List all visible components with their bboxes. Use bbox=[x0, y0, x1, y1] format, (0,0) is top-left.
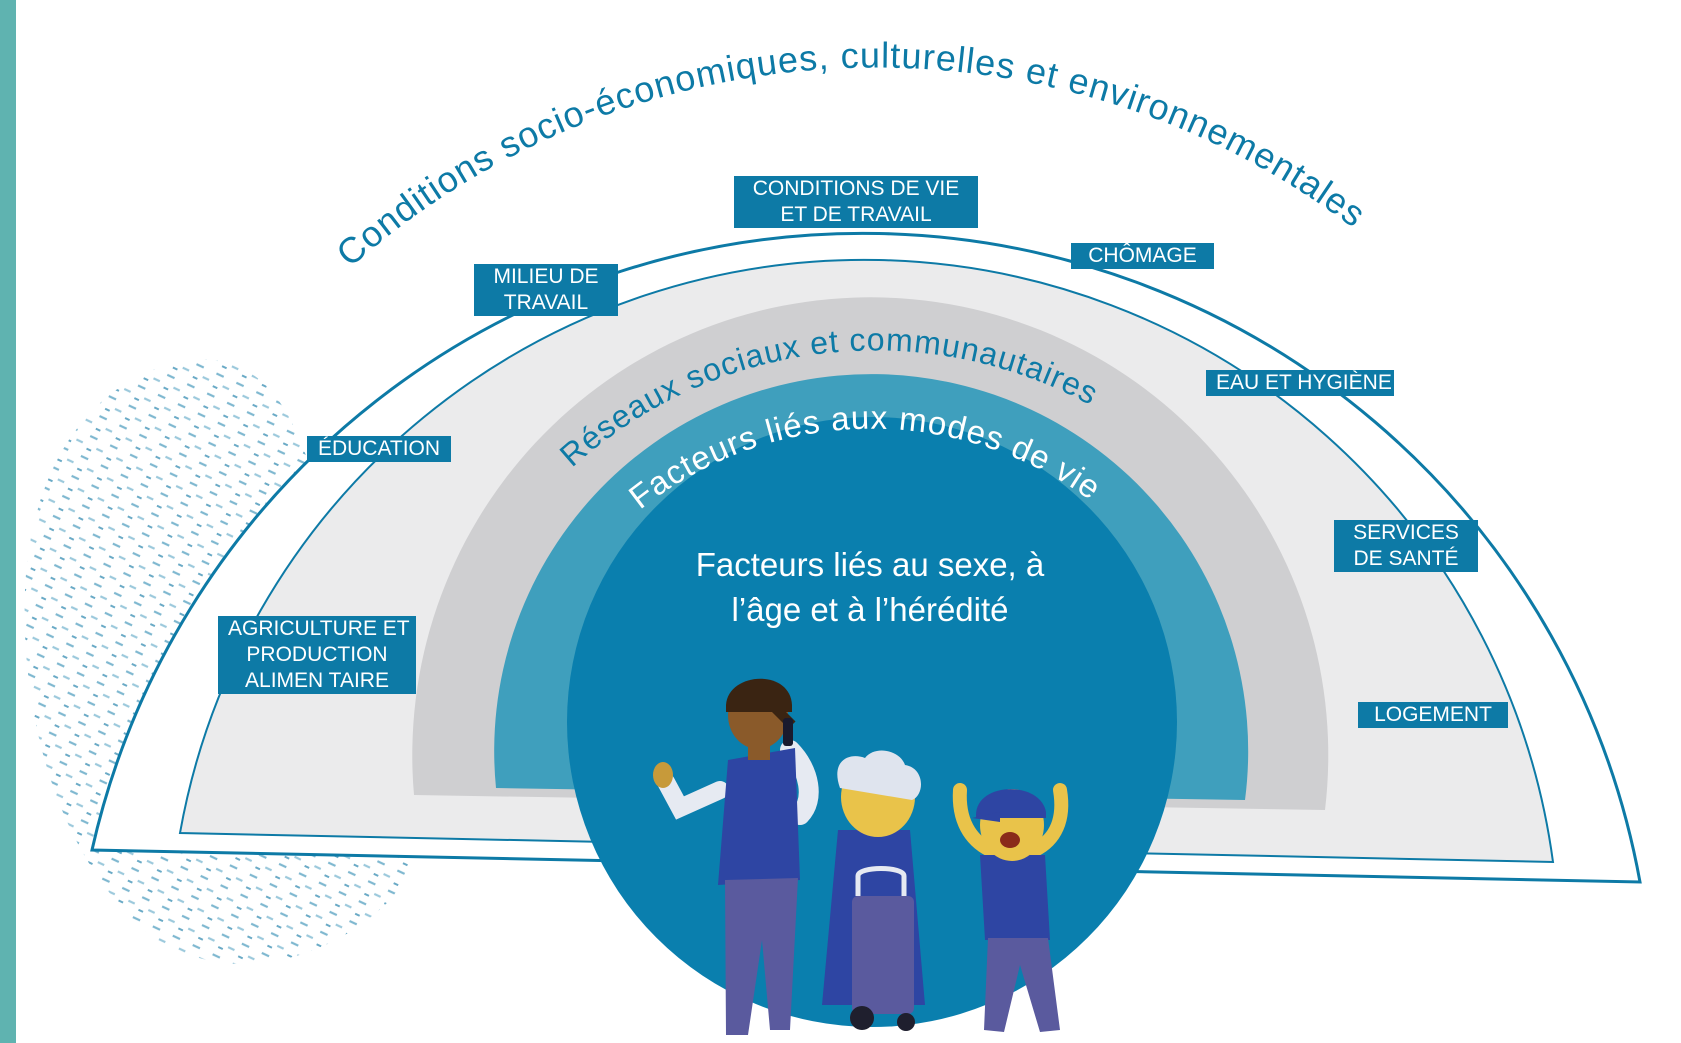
label-logement: LOGEMENT bbox=[1358, 702, 1508, 728]
label-chomage: CHÔMAGE bbox=[1071, 243, 1214, 269]
label-conditions-vie-travail: CONDITIONS DE VIE ET DE TRAVAIL bbox=[734, 176, 978, 228]
left-border-strip bbox=[0, 0, 16, 1043]
label-agriculture: AGRICULTURE ET PRODUCTION ALIMEN TAIRE bbox=[218, 616, 416, 694]
people-illustration bbox=[653, 678, 1069, 1035]
cheering-boy-figure bbox=[952, 783, 1069, 1032]
core-title: Facteurs liés au sexe, à l’âge et à l’hé… bbox=[695, 546, 1045, 628]
elderly-woman-with-cart-figure bbox=[822, 750, 925, 1031]
label-milieu-travail: MILIEU DE TRAVAIL bbox=[474, 264, 618, 316]
label-education: ÉDUCATION bbox=[307, 436, 451, 462]
woman-on-phone-figure bbox=[653, 678, 819, 1035]
label-services-sante: SERVICES DE SANTÉ bbox=[1334, 520, 1478, 572]
label-eau-hygiene: EAU ET HYGIÈNE bbox=[1206, 370, 1394, 396]
